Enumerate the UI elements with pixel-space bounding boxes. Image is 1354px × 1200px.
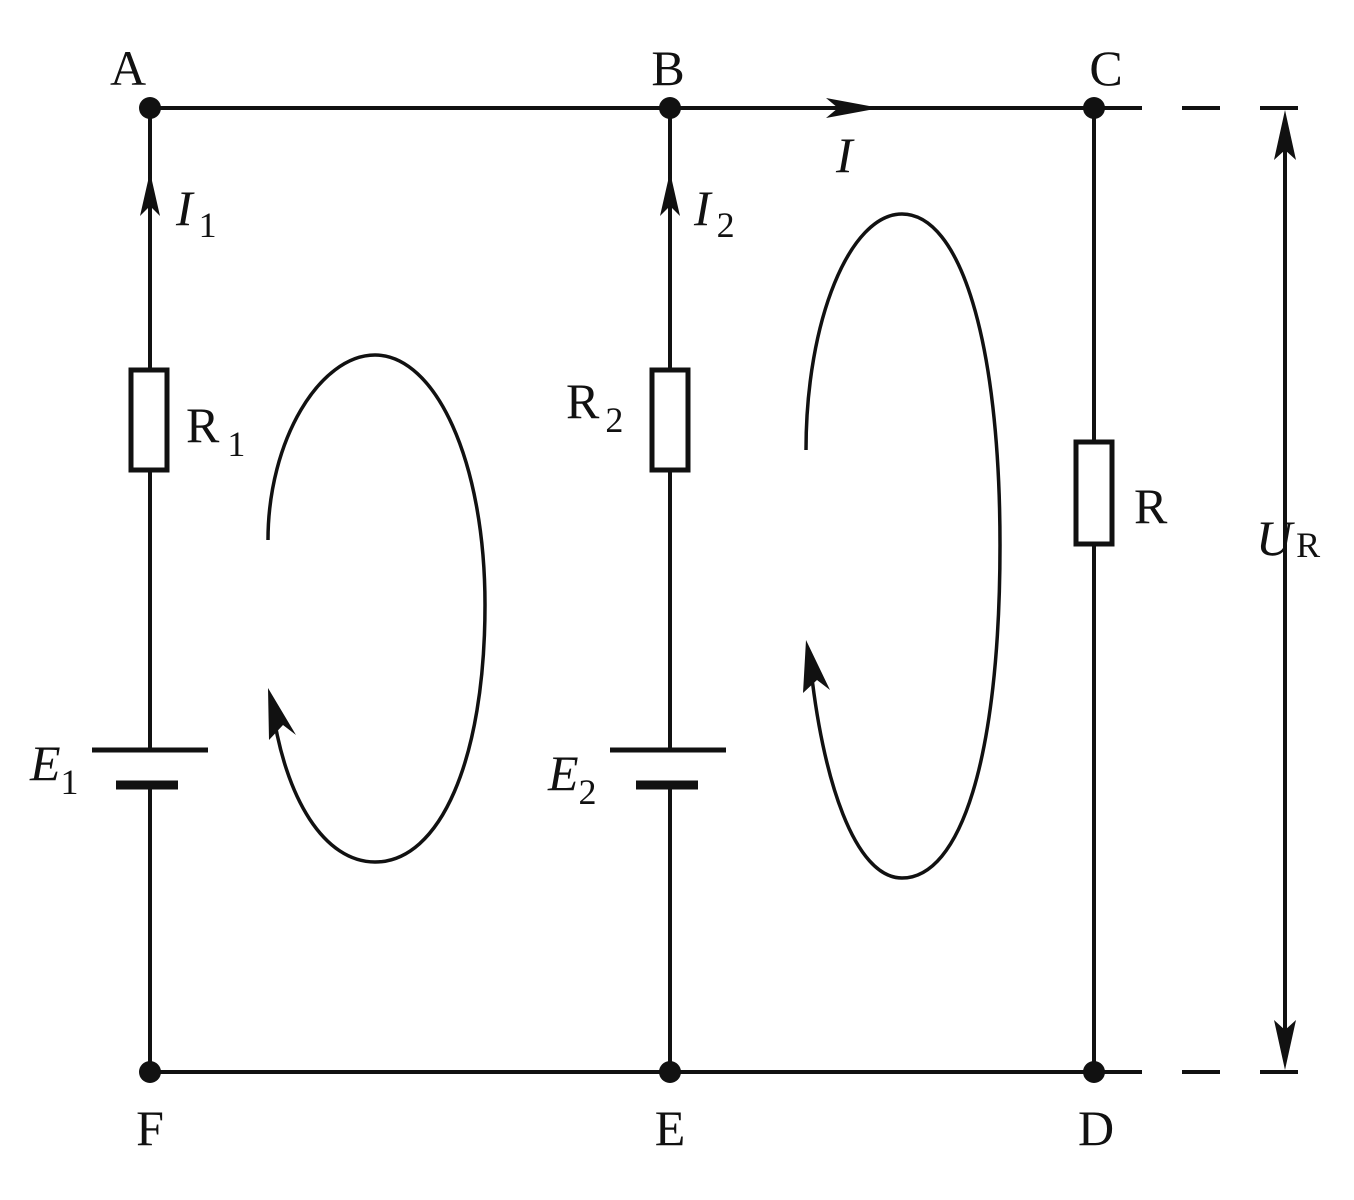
resistor-r2-subscript: 2 [605,400,623,440]
resistor-r1-symbol: R [186,397,220,453]
node-b-label: B [651,40,684,96]
resistor-r-label: R [1134,478,1168,534]
node-f-label: F [136,1100,164,1156]
current-i-label: I [835,127,855,183]
current-i1-symbol: I [175,180,195,236]
voltage-ur-bottom-arrowhead [1274,1020,1296,1070]
voltage-ur-top-arrowhead [1274,110,1296,160]
node-f-dot [139,1061,161,1083]
source-e2-symbol: E [547,745,579,801]
resistor-r1 [128,367,170,473]
source-e1-subscript: 1 [61,762,79,802]
node-c-dot [1083,97,1105,119]
current-i2-subscript: 2 [717,205,735,245]
resistor-r1-subscript: 1 [227,424,245,464]
node-e-dot [659,1061,681,1083]
voltage-ur-subscript: R [1296,525,1320,565]
resistor-r2-symbol: R [566,373,600,429]
source-e2-subscript: 2 [579,772,597,812]
loop-2-arrowhead [803,640,830,693]
loop-2-direction-curve [804,212,1002,880]
voltage-ur-symbol: U [1256,510,1295,566]
node-c-label: C [1089,40,1122,96]
source-e2-label: E2 [547,745,597,812]
node-b-dot [659,97,681,119]
node-a-dot [139,97,161,119]
node-e-label: E [655,1100,686,1156]
node-d-dot [1083,1061,1105,1083]
loop-1-direction-curve [266,353,487,864]
current-i1-subscript: 1 [199,205,217,245]
current-i2-arrow [660,172,680,216]
source-e1-label: E1 [29,735,79,802]
source-e1-symbol: E [29,735,61,791]
current-i-arrow [826,98,880,118]
node-a-label: A [110,40,146,96]
node-d-label: D [1078,1100,1114,1156]
current-i1-arrow [140,172,160,216]
current-i2-symbol: I [693,180,713,236]
resistor-r2 [649,367,691,473]
loop-1-arrowhead [268,688,296,740]
resistor-r [1073,439,1115,547]
